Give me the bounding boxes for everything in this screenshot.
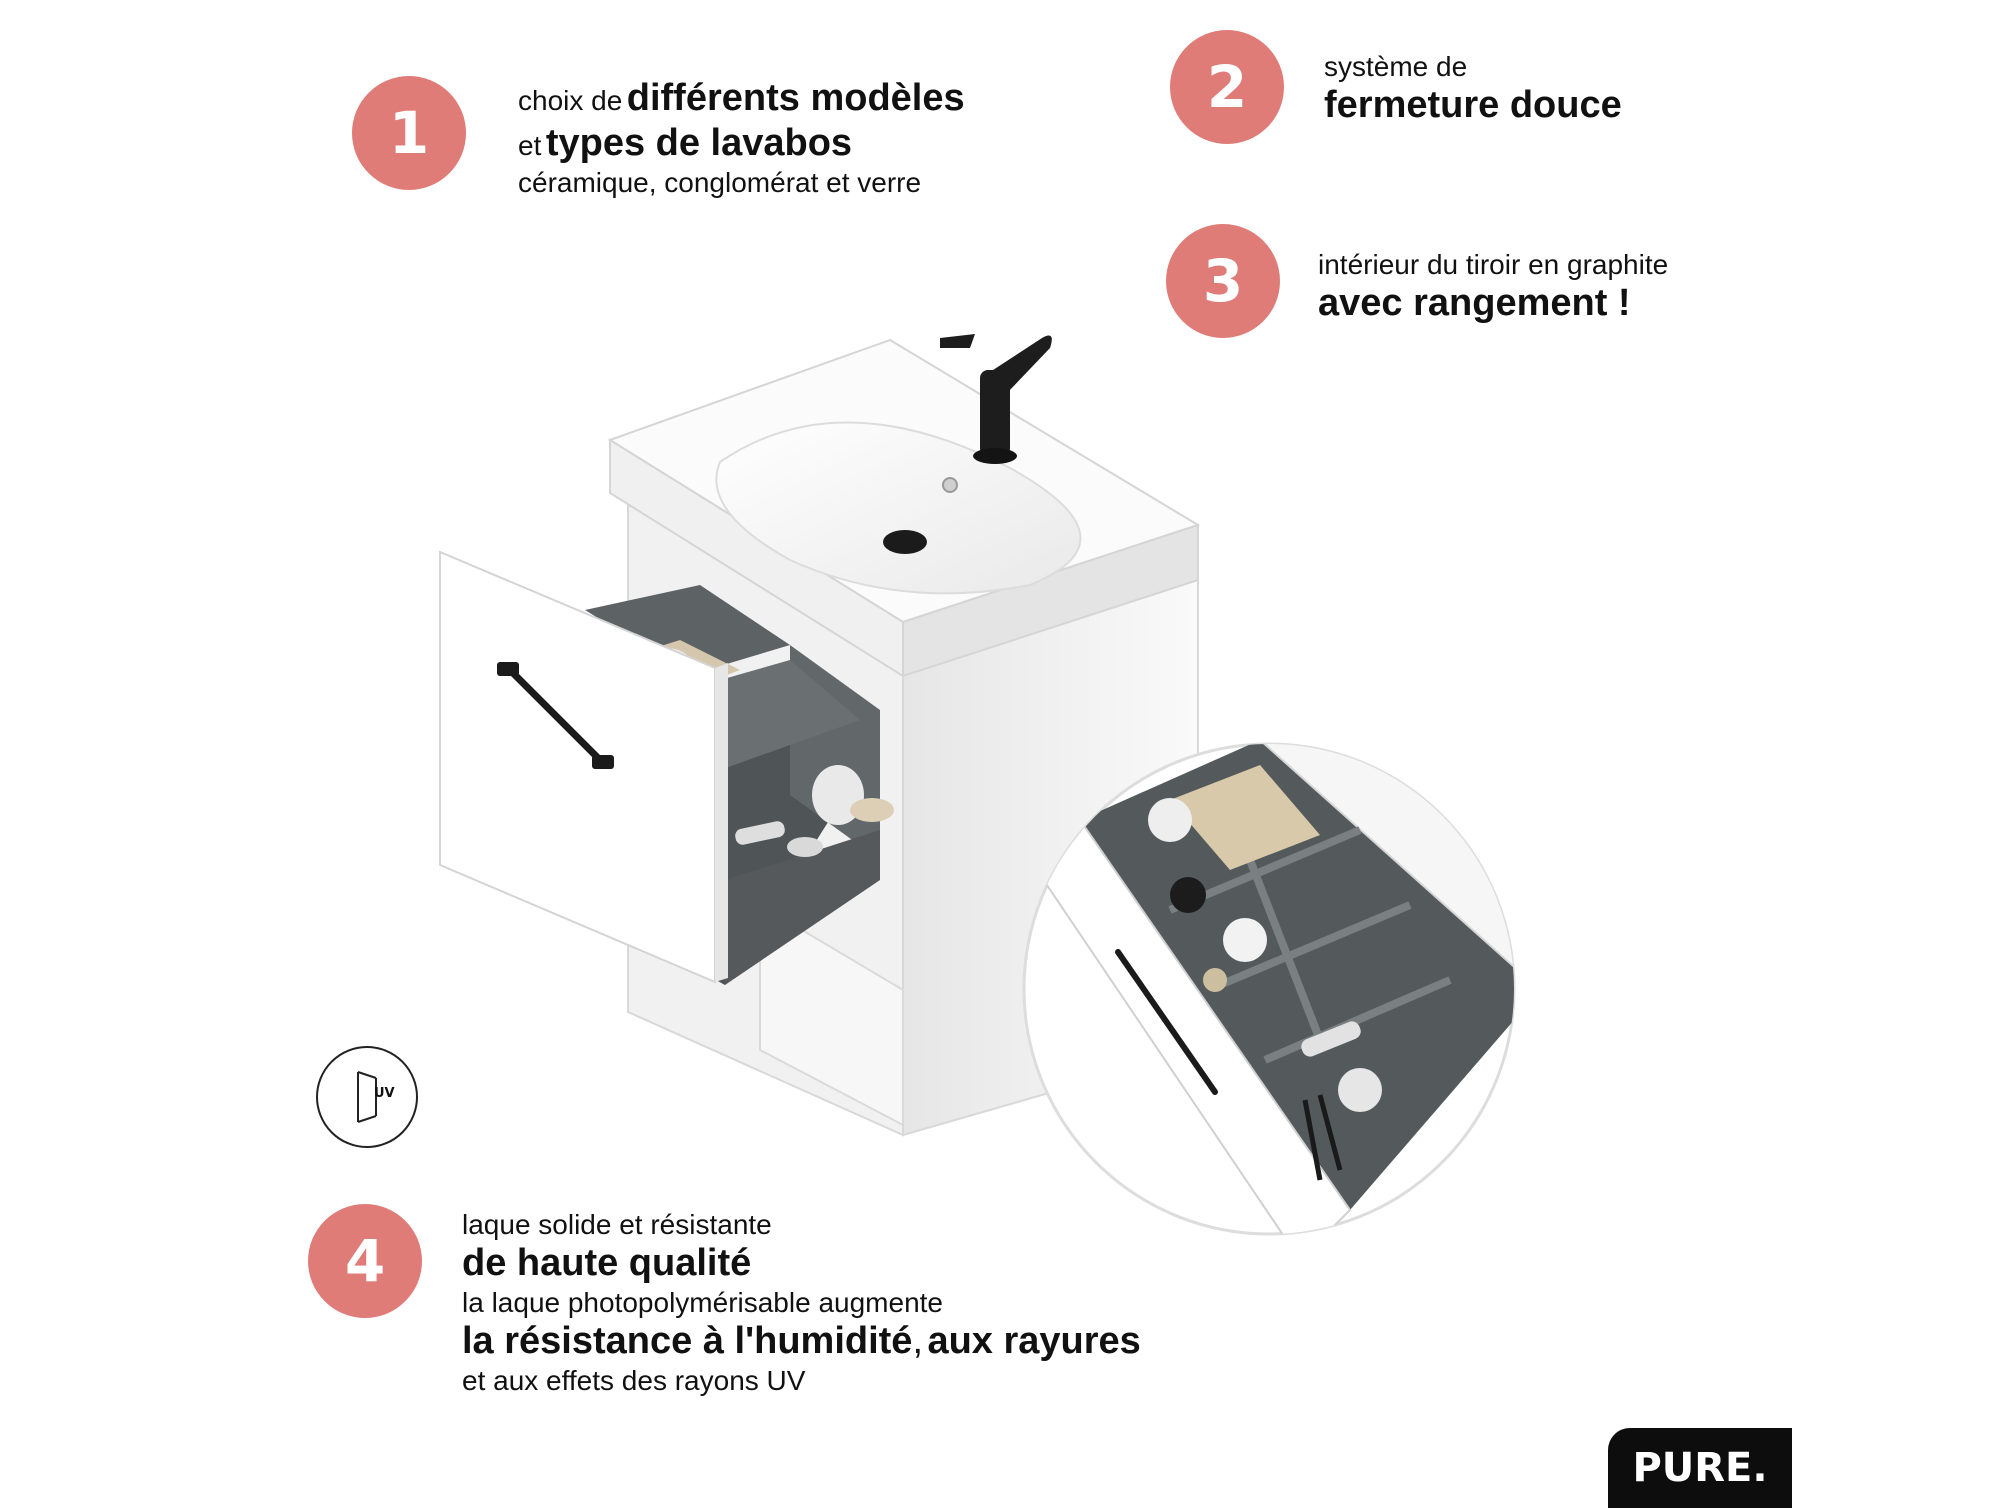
- feature-1-line1-bold: différents modèles: [626, 77, 965, 119]
- feature-1-number: 1: [388, 99, 430, 167]
- brand-name: PURE.: [1632, 1445, 1768, 1491]
- zoom-divider-2: [1218, 901, 1412, 989]
- drain-plug: [883, 530, 927, 554]
- feature-3-line1: intérieur du tiroir en graphite: [1318, 249, 1669, 280]
- feature-2-text: système de fermeture douce: [1324, 50, 1622, 128]
- overflow-hole: [942, 477, 958, 493]
- feature-1-line3: céramique, conglomérat et verre: [518, 166, 922, 198]
- feature-2-line1: système de: [1324, 51, 1468, 82]
- feature-1-line2-bold: types de lavabos: [545, 121, 853, 164]
- feature-4-line4-bold-a: la résistance à l'humidité: [462, 1319, 913, 1362]
- zoom-tray-beige: [1170, 765, 1320, 870]
- feature-4-line1: laque solide et résistante: [462, 1209, 772, 1240]
- tube: [735, 821, 785, 845]
- zoom-jar-small: [1203, 968, 1227, 992]
- feature-4-number-badge: 4: [308, 1204, 422, 1318]
- feature-2-number-badge: 2: [1170, 30, 1284, 144]
- lower-drawer-front: [759, 903, 904, 1127]
- feature-3-line2: avec rangement !: [1318, 282, 1631, 325]
- feature-1-number-badge: 1: [352, 76, 466, 190]
- faucet-base: [973, 448, 1017, 464]
- feature-4-line4-separator: ,: [912, 1319, 923, 1362]
- feature-1-text: choix de différents modèles et types de …: [518, 76, 965, 199]
- zoom-brush-1: [1302, 1099, 1323, 1181]
- feature-4-text: laque solide et résistante de haute qual…: [462, 1208, 1141, 1397]
- washbasin-side-edge: [902, 523, 1199, 678]
- zoom-jar-black: [1170, 877, 1206, 913]
- basin-bowl: [715, 421, 1082, 595]
- zoom-compact: [1338, 1068, 1382, 1112]
- zoom-divider-vertical: [1246, 858, 1324, 1042]
- drawer-detail-zoom: [1022, 742, 1516, 1236]
- feature-2-number: 2: [1206, 53, 1248, 121]
- zoom-handle-bar: [1115, 949, 1218, 1095]
- drawer-front-wall: [725, 830, 880, 985]
- open-drawer-front-edge: [715, 663, 728, 982]
- zoom-drawer-floor: [1080, 744, 1514, 1210]
- uv-door-glyph-icon: [357, 1071, 377, 1123]
- uv-resistance-icon: UV: [316, 1046, 418, 1148]
- feature-4-line5: et aux effets des rayons UV: [462, 1364, 806, 1396]
- feature-3-number-badge: 3: [1166, 224, 1280, 338]
- zoom-jar-white-2: [1223, 918, 1267, 962]
- feature-4-line2: de haute qualité: [462, 1242, 752, 1285]
- feature-4-number: 4: [344, 1227, 386, 1295]
- feature-3-text: intérieur du tiroir en graphite avec ran…: [1318, 248, 1668, 326]
- faucet-spout: [990, 335, 1052, 392]
- brand-logo: PURE.: [1608, 1428, 1792, 1508]
- zoom-jar-white: [1148, 798, 1192, 842]
- zoom-divider-3: [1263, 976, 1452, 1064]
- feature-2-line2: fermeture douce: [1324, 84, 1622, 127]
- faucet-body: [980, 370, 1010, 456]
- uv-badge-text: UV: [374, 1086, 395, 1101]
- compact: [787, 837, 823, 857]
- drawer-handle-mount-left: [497, 662, 519, 676]
- feature-1-line1-prefix: choix de: [518, 85, 623, 116]
- zoom-tube: [1301, 1021, 1361, 1057]
- feature-4-line3: la laque photopolymérisable augmente: [462, 1286, 943, 1318]
- faucet-lever: [940, 334, 975, 348]
- feature-1-line2-prefix: et: [518, 129, 542, 161]
- round-box-beige: [850, 798, 894, 822]
- feature-3-number: 3: [1202, 247, 1244, 315]
- feature-4-line4-bold-b: aux rayures: [927, 1319, 1141, 1362]
- drawer-handle-mount-right: [592, 755, 614, 769]
- drawer-handle-bar: [504, 664, 606, 766]
- drawer-interior-back: [585, 585, 790, 675]
- zoom-brush-2: [1317, 1094, 1343, 1171]
